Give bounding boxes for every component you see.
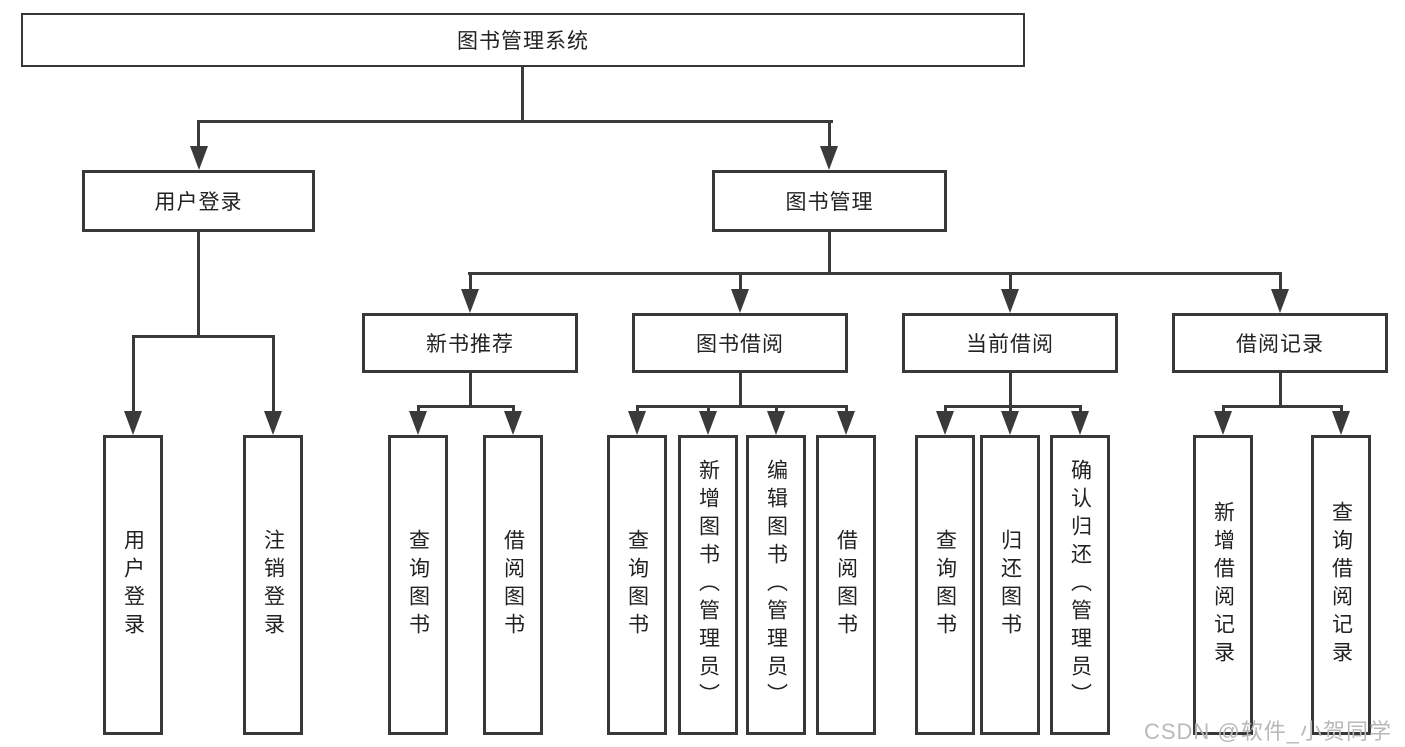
connector-line <box>1222 405 1342 408</box>
connector-line <box>132 335 135 413</box>
connector-line <box>512 405 515 413</box>
connector-line <box>707 405 710 413</box>
arrow-down-icon <box>409 411 427 435</box>
connector-line <box>1079 405 1082 413</box>
connector-line <box>1009 405 1012 413</box>
arrow-down-icon <box>767 411 785 435</box>
node-label: 当前借阅 <box>966 333 1054 356</box>
arrow-down-icon <box>504 411 522 435</box>
node-user-login-leaf: 用户登录 <box>103 435 163 735</box>
node-borrowing-borrow-books: 借阅图书 <box>816 435 876 735</box>
node-current-confirm-return-admin: 确认归还（管理员） <box>1050 435 1110 735</box>
node-label: 用户登录 <box>121 529 145 641</box>
connector-line <box>1009 272 1012 291</box>
connector-line <box>828 120 831 150</box>
node-recommend-query-books: 查询图书 <box>388 435 448 735</box>
node-current-return-books: 归还图书 <box>980 435 1040 735</box>
connector-line <box>197 120 200 150</box>
arrow-down-icon <box>820 146 838 170</box>
node-label: 借阅图书 <box>834 529 858 641</box>
connector-line <box>272 335 275 413</box>
arrow-down-icon <box>124 411 142 435</box>
arrow-down-icon <box>1332 411 1350 435</box>
node-label: 借阅记录 <box>1236 333 1324 356</box>
node-label: 查询图书 <box>933 529 957 641</box>
connector-line <box>468 272 1282 275</box>
arrow-down-icon <box>1214 411 1232 435</box>
arrow-down-icon <box>1001 289 1019 313</box>
arrow-down-icon <box>264 411 282 435</box>
node-label: 查询图书 <box>406 529 430 641</box>
node-user-login: 用户登录 <box>82 170 315 232</box>
connector-line <box>197 232 200 337</box>
node-records-add-borrow-record: 新增借阅记录 <box>1193 435 1253 735</box>
node-borrowing-records: 借阅记录 <box>1172 313 1388 373</box>
arrow-down-icon <box>936 411 954 435</box>
node-label: 图书借阅 <box>696 333 784 356</box>
connector-line <box>1009 373 1012 407</box>
arrow-down-icon <box>1001 411 1019 435</box>
node-label: 用户登录 <box>154 191 243 214</box>
node-label: 归还图书 <box>998 529 1022 641</box>
node-recommend-borrow-books: 借阅图书 <box>483 435 543 735</box>
connector-line <box>417 405 515 408</box>
connector-line <box>521 67 524 120</box>
connector-line <box>775 405 778 413</box>
connector-line <box>1222 405 1225 413</box>
node-label: 图书管理 <box>785 191 874 214</box>
connector-line <box>197 120 833 123</box>
connector-line <box>636 405 639 413</box>
arrow-down-icon <box>461 289 479 313</box>
node-label: 图书管理系统 <box>457 30 589 53</box>
node-current-borrowing: 当前借阅 <box>902 313 1118 373</box>
connector-line <box>1279 373 1282 407</box>
connector-line <box>944 405 1082 408</box>
node-label: 查询借阅记录 <box>1329 501 1353 669</box>
node-label: 新书推荐 <box>426 333 514 356</box>
node-library-management-system: 图书管理系统 <box>21 13 1025 67</box>
node-label: 查询图书 <box>625 529 649 641</box>
arrow-down-icon <box>190 146 208 170</box>
node-label: 注销登录 <box>261 529 285 641</box>
connector-line <box>132 335 275 338</box>
arrow-down-icon <box>837 411 855 435</box>
node-records-query-borrow-record: 查询借阅记录 <box>1311 435 1371 735</box>
arrow-down-icon <box>628 411 646 435</box>
watermark: CSDN @软件_小贺同学 <box>1143 719 1392 744</box>
node-label: 新增图书（管理员） <box>696 459 720 711</box>
connector-line <box>845 405 848 413</box>
node-book-borrowing: 图书借阅 <box>632 313 848 373</box>
node-logout-login: 注销登录 <box>243 435 303 735</box>
connector-line <box>469 373 472 407</box>
node-new-book-recommend: 新书推荐 <box>362 313 578 373</box>
connector-line <box>944 405 947 413</box>
connector-line <box>636 405 848 408</box>
connector-line <box>1279 272 1282 291</box>
node-book-management: 图书管理 <box>712 170 947 232</box>
node-current-query-books: 查询图书 <box>915 435 975 735</box>
arrow-down-icon <box>1071 411 1089 435</box>
node-label: 编辑图书（管理员） <box>764 459 788 711</box>
connector-line <box>417 405 420 413</box>
connector-line <box>469 272 472 291</box>
connector-line <box>739 272 742 291</box>
node-borrowing-query-books: 查询图书 <box>607 435 667 735</box>
node-label: 借阅图书 <box>501 529 525 641</box>
arrow-down-icon <box>1271 289 1289 313</box>
node-borrowing-add-books-admin: 新增图书（管理员） <box>678 435 738 735</box>
arrow-down-icon <box>699 411 717 435</box>
connector-line <box>828 232 831 274</box>
node-borrowing-edit-books-admin: 编辑图书（管理员） <box>746 435 806 735</box>
node-label: 新增借阅记录 <box>1211 501 1235 669</box>
connector-line <box>739 373 742 407</box>
node-label: 确认归还（管理员） <box>1068 459 1092 711</box>
arrow-down-icon <box>731 289 749 313</box>
connector-line <box>1340 405 1343 413</box>
